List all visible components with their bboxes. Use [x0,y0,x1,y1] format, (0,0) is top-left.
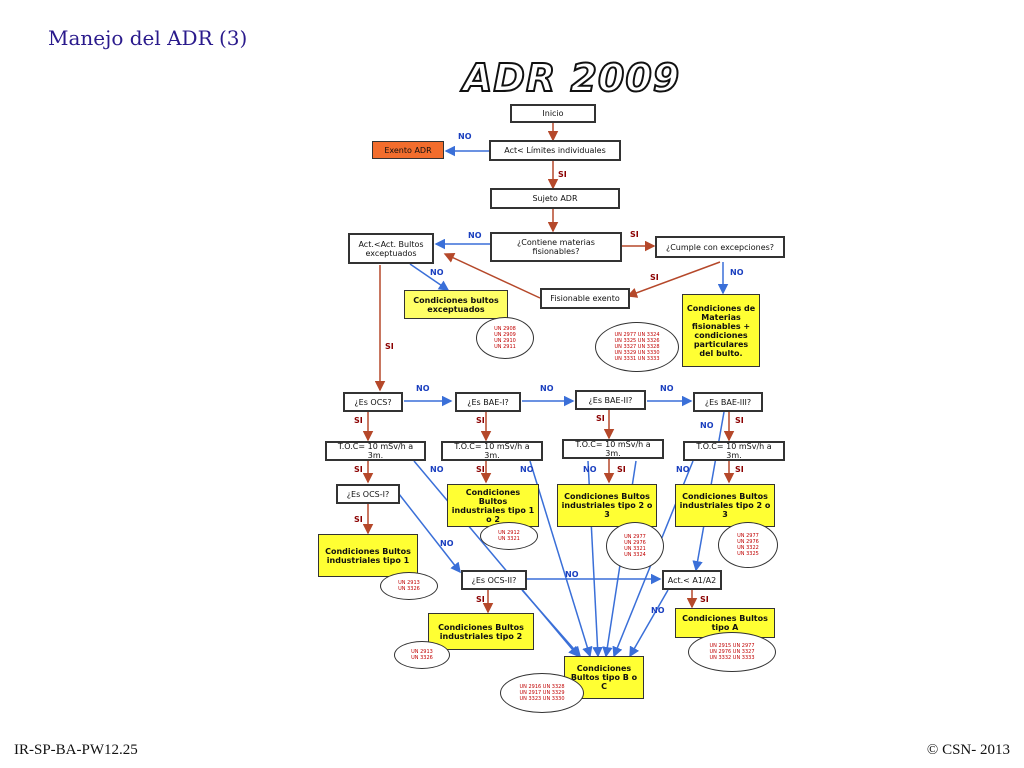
node-sujeto-adr: Sujeto ADR [490,188,620,209]
oval-un-tipo-a: UN 2915 UN 2977 UN 2976 UN 3327 UN 3332 … [688,632,776,672]
node-condiciones-tipo-2-3-a: Condiciones Bultos industriales tipo 2 o… [557,484,657,527]
label-si: SI [650,273,659,282]
footer-copyright: © CSN- 2013 [926,742,1010,758]
label-si: SI [476,595,485,604]
label-no: NO [440,539,454,548]
node-condiciones-tipo-2-3-b: Condiciones Bultos industriales tipo 2 o… [675,484,775,527]
label-si: SI [596,414,605,423]
node-condiciones-tipo-1-2: Condiciones Bultos industriales tipo 1 o… [447,484,539,527]
node-es-bae1: ¿Es BAE-I? [455,392,521,412]
label-si: SI [385,342,394,351]
node-es-ocs: ¿Es OCS? [343,392,403,412]
label-no: NO [730,268,744,277]
node-exento-adr: Exento ADR [372,141,444,159]
node-act-limites: Act< Límites individuales [489,140,621,161]
label-si: SI [617,465,626,474]
label-no: NO [700,421,714,430]
oval-un-fisionables: UN 2977 UN 3324 UN 3325 UN 3326 UN 3327 … [595,322,679,372]
label-no: NO [565,570,579,579]
node-toc-1: T.O.C= 10 mSv/h a 3m. [325,441,426,461]
oval-un-tipo-2: UN 2913 UN 3326 [394,641,450,669]
label-no: NO [540,384,554,393]
node-act-a1-a2: Act.< A1/A2 [662,570,722,590]
label-si: SI [630,230,639,239]
label-no: NO [660,384,674,393]
oval-un-tipo-2-3-a: UN 2977 UN 2976 UN 3321 UN 3324 [606,522,664,570]
node-es-bae3: ¿Es BAE-III? [693,392,763,412]
label-no: NO [416,384,430,393]
node-inicio: Inicio [510,104,596,123]
label-no: NO [430,465,444,474]
oval-un-tipo-1: UN 2913 UN 3326 [380,572,438,600]
label-si: SI [735,416,744,425]
label-si: SI [354,465,363,474]
label-no: NO [651,606,665,615]
label-si: SI [354,515,363,524]
node-es-ocs2: ¿Es OCS-II? [461,570,527,590]
slide-title: Manejo del ADR (3) [48,26,248,50]
label-no: NO [458,132,472,141]
node-fisionable-exento: Fisionable exento [540,288,630,309]
label-si: SI [476,416,485,425]
label-si: SI [558,170,567,179]
oval-un-tipo-1-2: UN 2912 UN 3321 [480,522,538,550]
node-es-bae2: ¿Es BAE-II? [575,390,646,410]
footer-left-code: IR-SP-BA-PW12.25 [14,742,138,758]
label-no: NO [430,268,444,277]
label-si: SI [735,465,744,474]
node-act-bultos-exceptuados: Act.<Act. Bultos exceptuados [348,233,434,264]
oval-un-exceptuados: UN 2908 UN 2909 UN 2910 UN 2911 [476,317,534,359]
node-toc-4: T.O.C= 10 mSv/h a 3m. [683,441,785,461]
node-condiciones-tipo-2: Condiciones Bultos industriales tipo 2 [428,613,534,650]
label-no: NO [676,465,690,474]
node-condiciones-exceptuados: Condiciones bultos exceptuados [404,290,508,319]
label-no: NO [520,465,534,474]
oval-un-tipo-2-3-b: UN 2977 UN 2976 UN 3322 UN 3325 [718,522,778,568]
node-toc-2: T.O.C= 10 mSv/h a 3m. [441,441,543,461]
label-si: SI [476,465,485,474]
label-no: NO [583,465,597,474]
node-condiciones-fisionables: Condiciones de Materias fisionables + co… [682,294,760,367]
diagram-title: ADR 2009 [462,55,681,101]
node-toc-3: T.O.C= 10 mSv/h a 3m. [562,439,664,459]
node-cumple-excepciones: ¿Cumple con excepciones? [655,236,785,258]
node-contiene-fisionables: ¿Contiene materias fisionables? [490,232,622,262]
node-condiciones-tipo-1: Condiciones Bultos industriales tipo 1 [318,534,418,577]
label-si: SI [354,416,363,425]
oval-un-tipo-b-c: UN 2916 UN 3328 UN 2917 UN 3329 UN 3323 … [500,673,584,713]
node-es-ocs1: ¿Es OCS-I? [336,484,400,504]
label-si: SI [700,595,709,604]
label-no: NO [468,231,482,240]
